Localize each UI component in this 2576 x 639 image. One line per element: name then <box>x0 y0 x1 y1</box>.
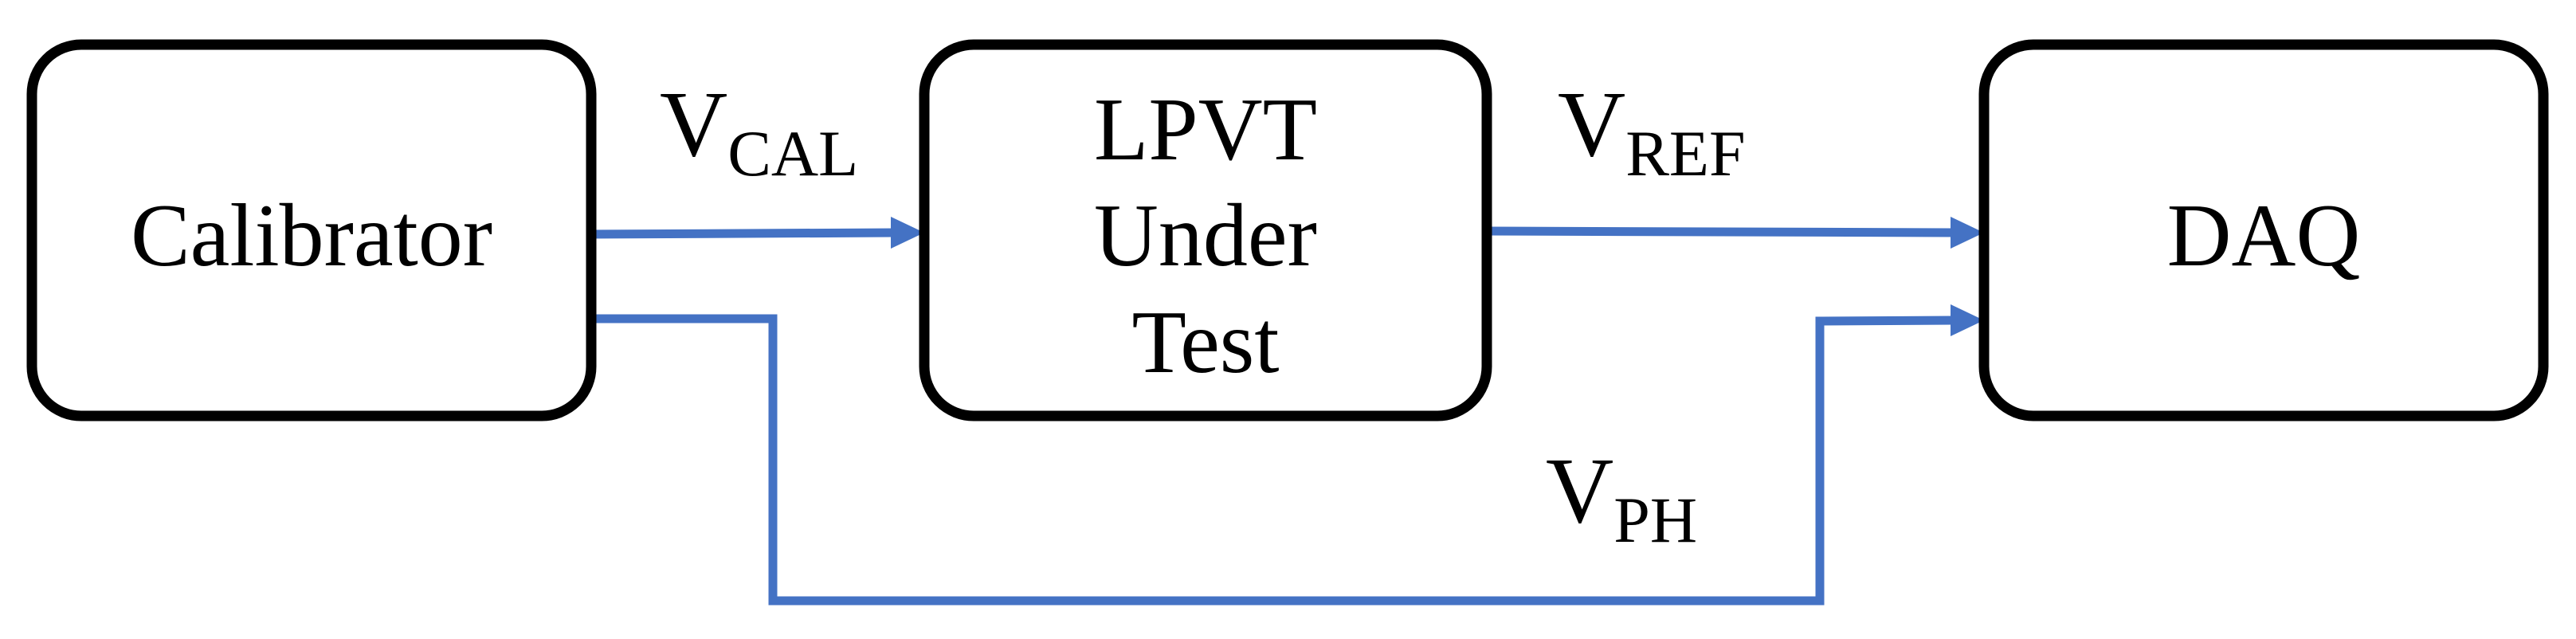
v-cal-main: V <box>660 72 727 176</box>
lpvt-label-line-3: Test <box>1131 293 1279 392</box>
wire-calibrator-to-daq-bypass <box>588 314 1957 606</box>
arrow-bypass-to-daq <box>1951 304 1984 336</box>
daq-label: DAQ <box>2167 186 2361 285</box>
signal-label-v-ph: VPH <box>1546 438 1697 556</box>
wire-lpvt-to-daq <box>1485 226 1957 237</box>
connections <box>587 217 1984 606</box>
lpvt-label-line-2: Under <box>1094 186 1317 285</box>
arrow-lpvt-to-daq <box>1951 217 1984 249</box>
signal-label-v-cal: VCAL <box>660 72 858 190</box>
signal-label-v-ref: VREF <box>1558 72 1746 190</box>
wire-calibrator-to-lpvt <box>587 228 897 239</box>
arrow-calibrator-to-lpvt <box>891 217 924 249</box>
lpvt-label-line-1: LPVT <box>1094 80 1317 179</box>
calibrator-label: Calibrator <box>131 186 492 285</box>
v-ref-subscript: REF <box>1625 117 1745 190</box>
lpvt-under-test-block: LPVT Under Test <box>919 39 1492 421</box>
v-ph-main: V <box>1546 438 1613 543</box>
calibrator-block: Calibrator <box>26 39 597 421</box>
daq-block: DAQ <box>1978 39 2549 421</box>
v-ref-main: V <box>1558 72 1625 176</box>
v-cal-subscript: CAL <box>727 117 858 190</box>
v-ph-subscript: PH <box>1613 484 1697 556</box>
